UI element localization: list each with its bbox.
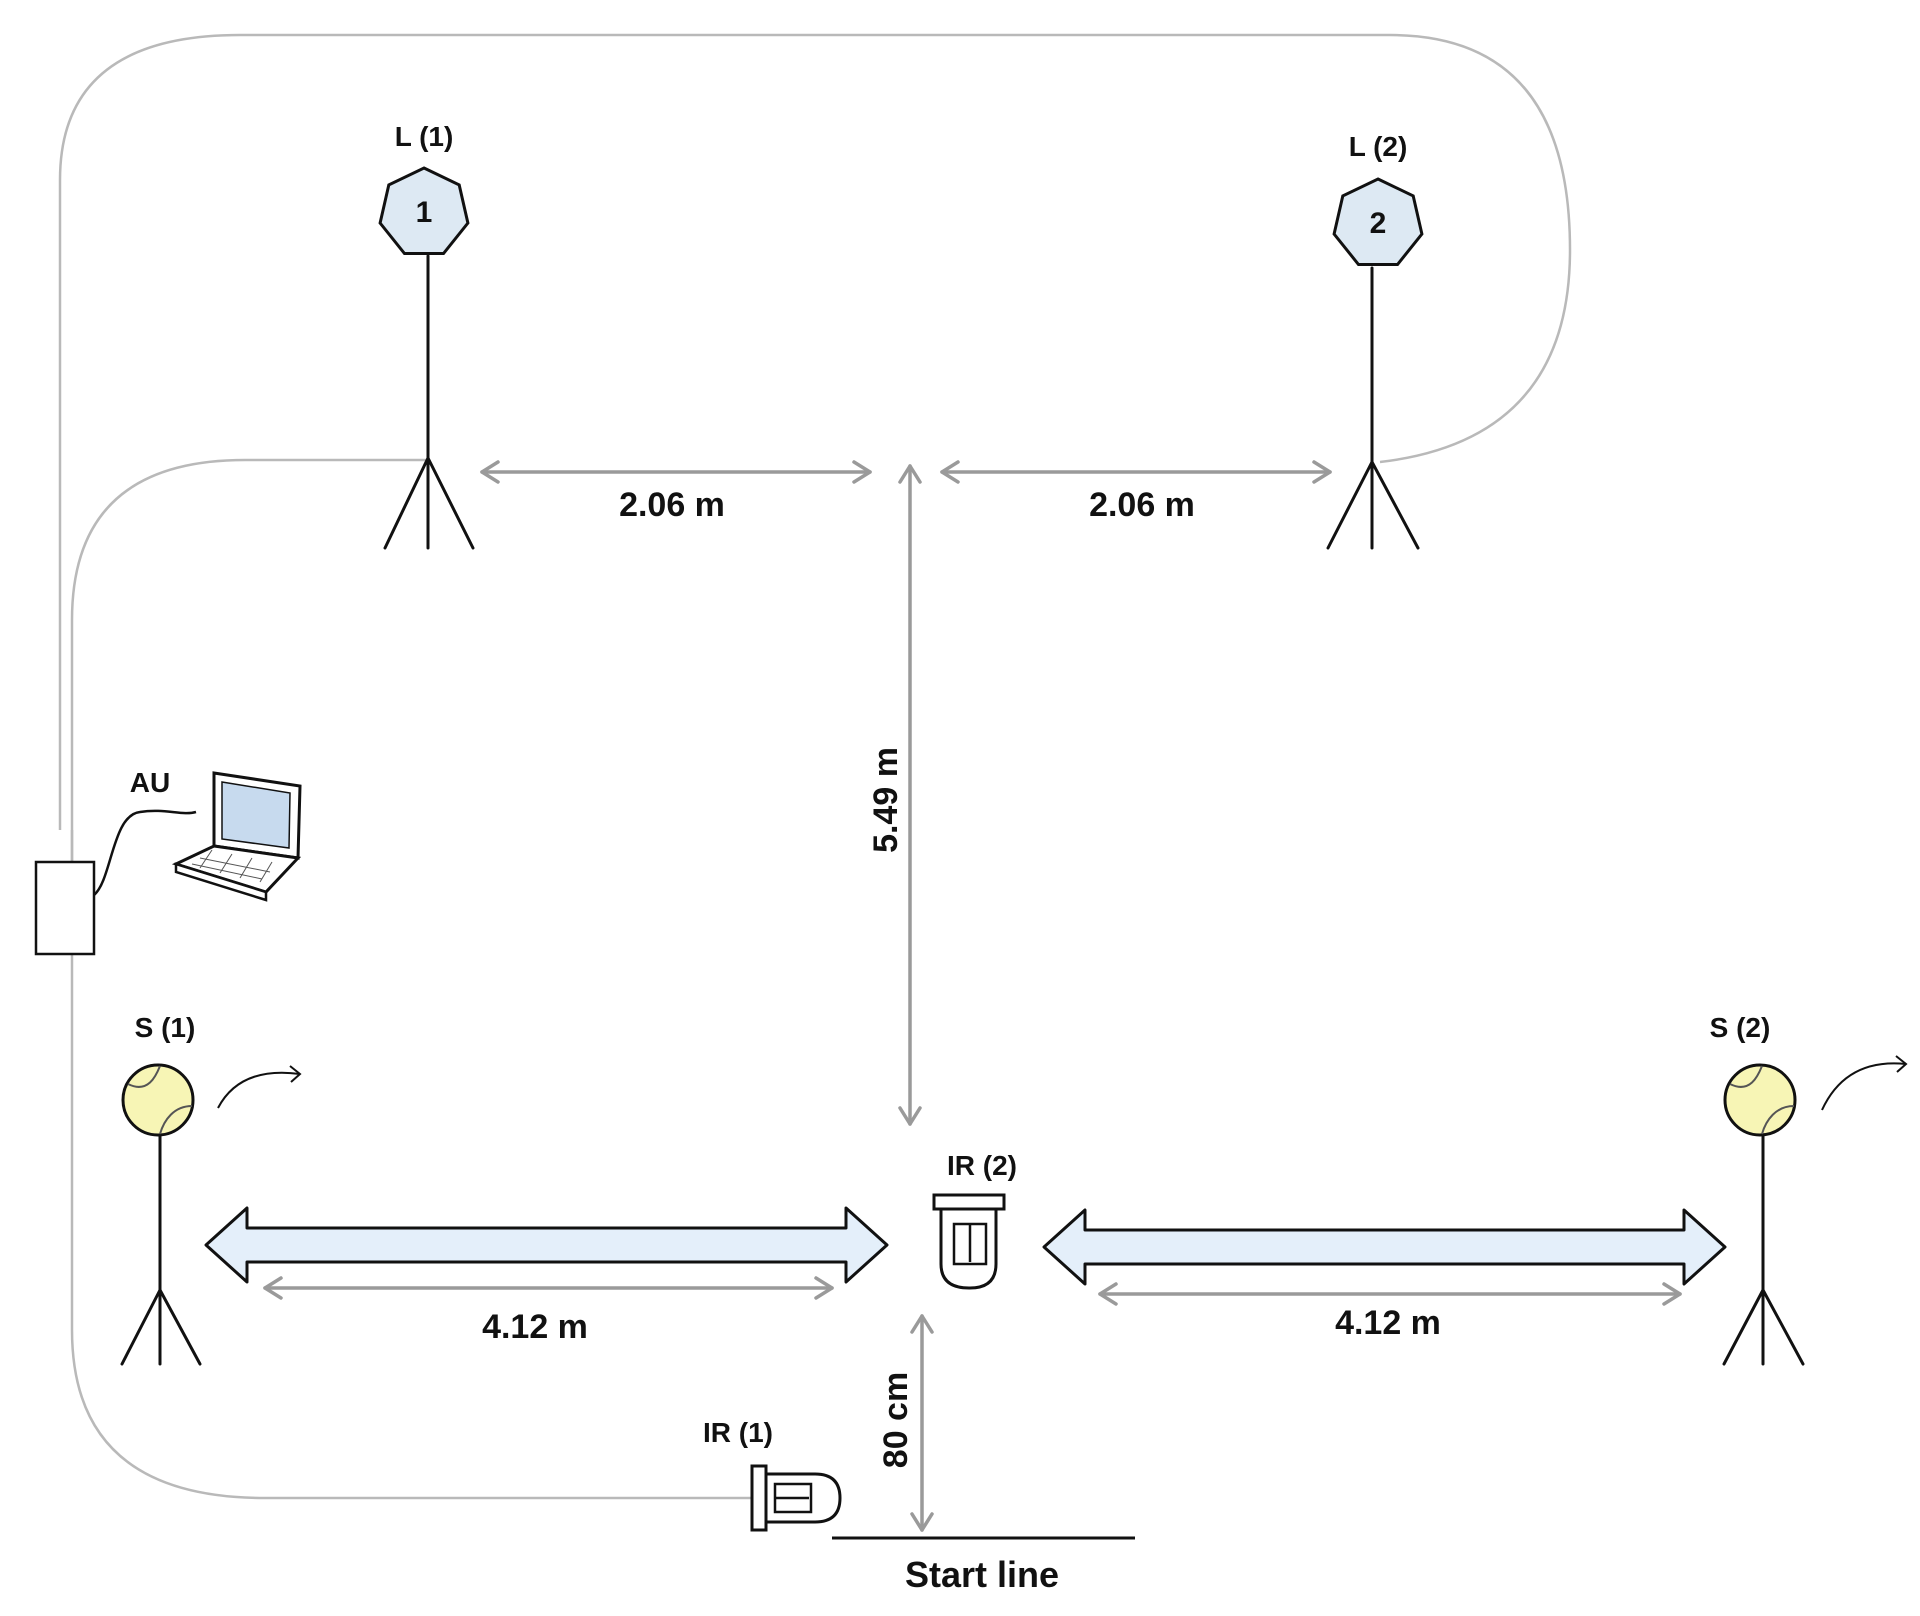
heptagon-light-icon: 2 <box>1332 177 1424 266</box>
analysis-unit-label: AU <box>130 767 170 798</box>
dimension-speakers-left: 4.12 m <box>263 1276 834 1346</box>
outer-cable <box>58 33 1572 830</box>
infrared-sensor-icon <box>932 1193 1006 1290</box>
heptagon-light-icon: 1 <box>378 166 470 255</box>
start-line: Start line <box>832 1536 1135 1595</box>
interface-box <box>34 860 96 956</box>
light-1-number: 1 <box>416 196 433 229</box>
speaker-2-stand <box>1722 1134 1805 1366</box>
infrared-sensor-icon <box>750 1464 842 1532</box>
ir-sensor-1-label: IR (1) <box>703 1417 773 1448</box>
dimension-ir-start: 80 cm <box>877 1314 934 1532</box>
light-1-label: L (1) <box>395 121 454 152</box>
dimension-lights-left: 2.06 m <box>480 460 872 524</box>
double-arrow-left <box>204 1206 889 1284</box>
speaker-1-stand <box>120 1134 202 1366</box>
light-2: L (2) 2 <box>1326 131 1424 550</box>
dimension-vertical-label: 5.49 m <box>867 747 905 853</box>
laptop-icon <box>171 771 302 902</box>
tennis-ball-icon <box>1723 1063 1797 1137</box>
dimension-lights-right: 2.06 m <box>940 460 1332 524</box>
double-arrow-right <box>1042 1208 1727 1286</box>
tennis-ball-icon <box>121 1063 195 1137</box>
dimension-lights-right-label: 2.06 m <box>1089 486 1195 524</box>
speaker-2-label: S (2) <box>1710 1012 1771 1043</box>
speaker-1-label: S (1) <box>135 1012 196 1043</box>
ir-sensor-2: IR (2) <box>932 1150 1017 1290</box>
inner-cable <box>70 458 755 1500</box>
analysis-unit: AU <box>34 767 302 956</box>
ir-sensor-2-label: IR (2) <box>947 1150 1017 1181</box>
light-2-label: L (2) <box>1349 131 1408 162</box>
light-1: L (1) 1 <box>378 121 475 550</box>
start-line-label: Start line <box>905 1554 1059 1595</box>
dimension-speakers-left-label: 4.12 m <box>482 1308 588 1346</box>
dimension-vertical: 5.49 m <box>867 464 922 1126</box>
sound-direction-arrow <box>217 1071 301 1109</box>
speaker-2: S (2) <box>1710 1012 1908 1366</box>
speaker-1: S (1) <box>120 1012 302 1366</box>
light-2-stand <box>1326 266 1420 550</box>
dimension-lights-left-label: 2.06 m <box>619 486 725 524</box>
ir-sensor-1: IR (1) <box>703 1417 842 1532</box>
light-2-number: 2 <box>1370 207 1387 240</box>
dimension-speakers-right: 4.12 m <box>1098 1282 1682 1342</box>
light-1-stand <box>383 254 475 550</box>
sound-direction-arrow <box>1821 1062 1907 1111</box>
laptop-cable <box>93 809 197 896</box>
dimension-speakers-right-label: 4.12 m <box>1335 1304 1441 1342</box>
dimension-ir-start-label: 80 cm <box>877 1372 915 1468</box>
